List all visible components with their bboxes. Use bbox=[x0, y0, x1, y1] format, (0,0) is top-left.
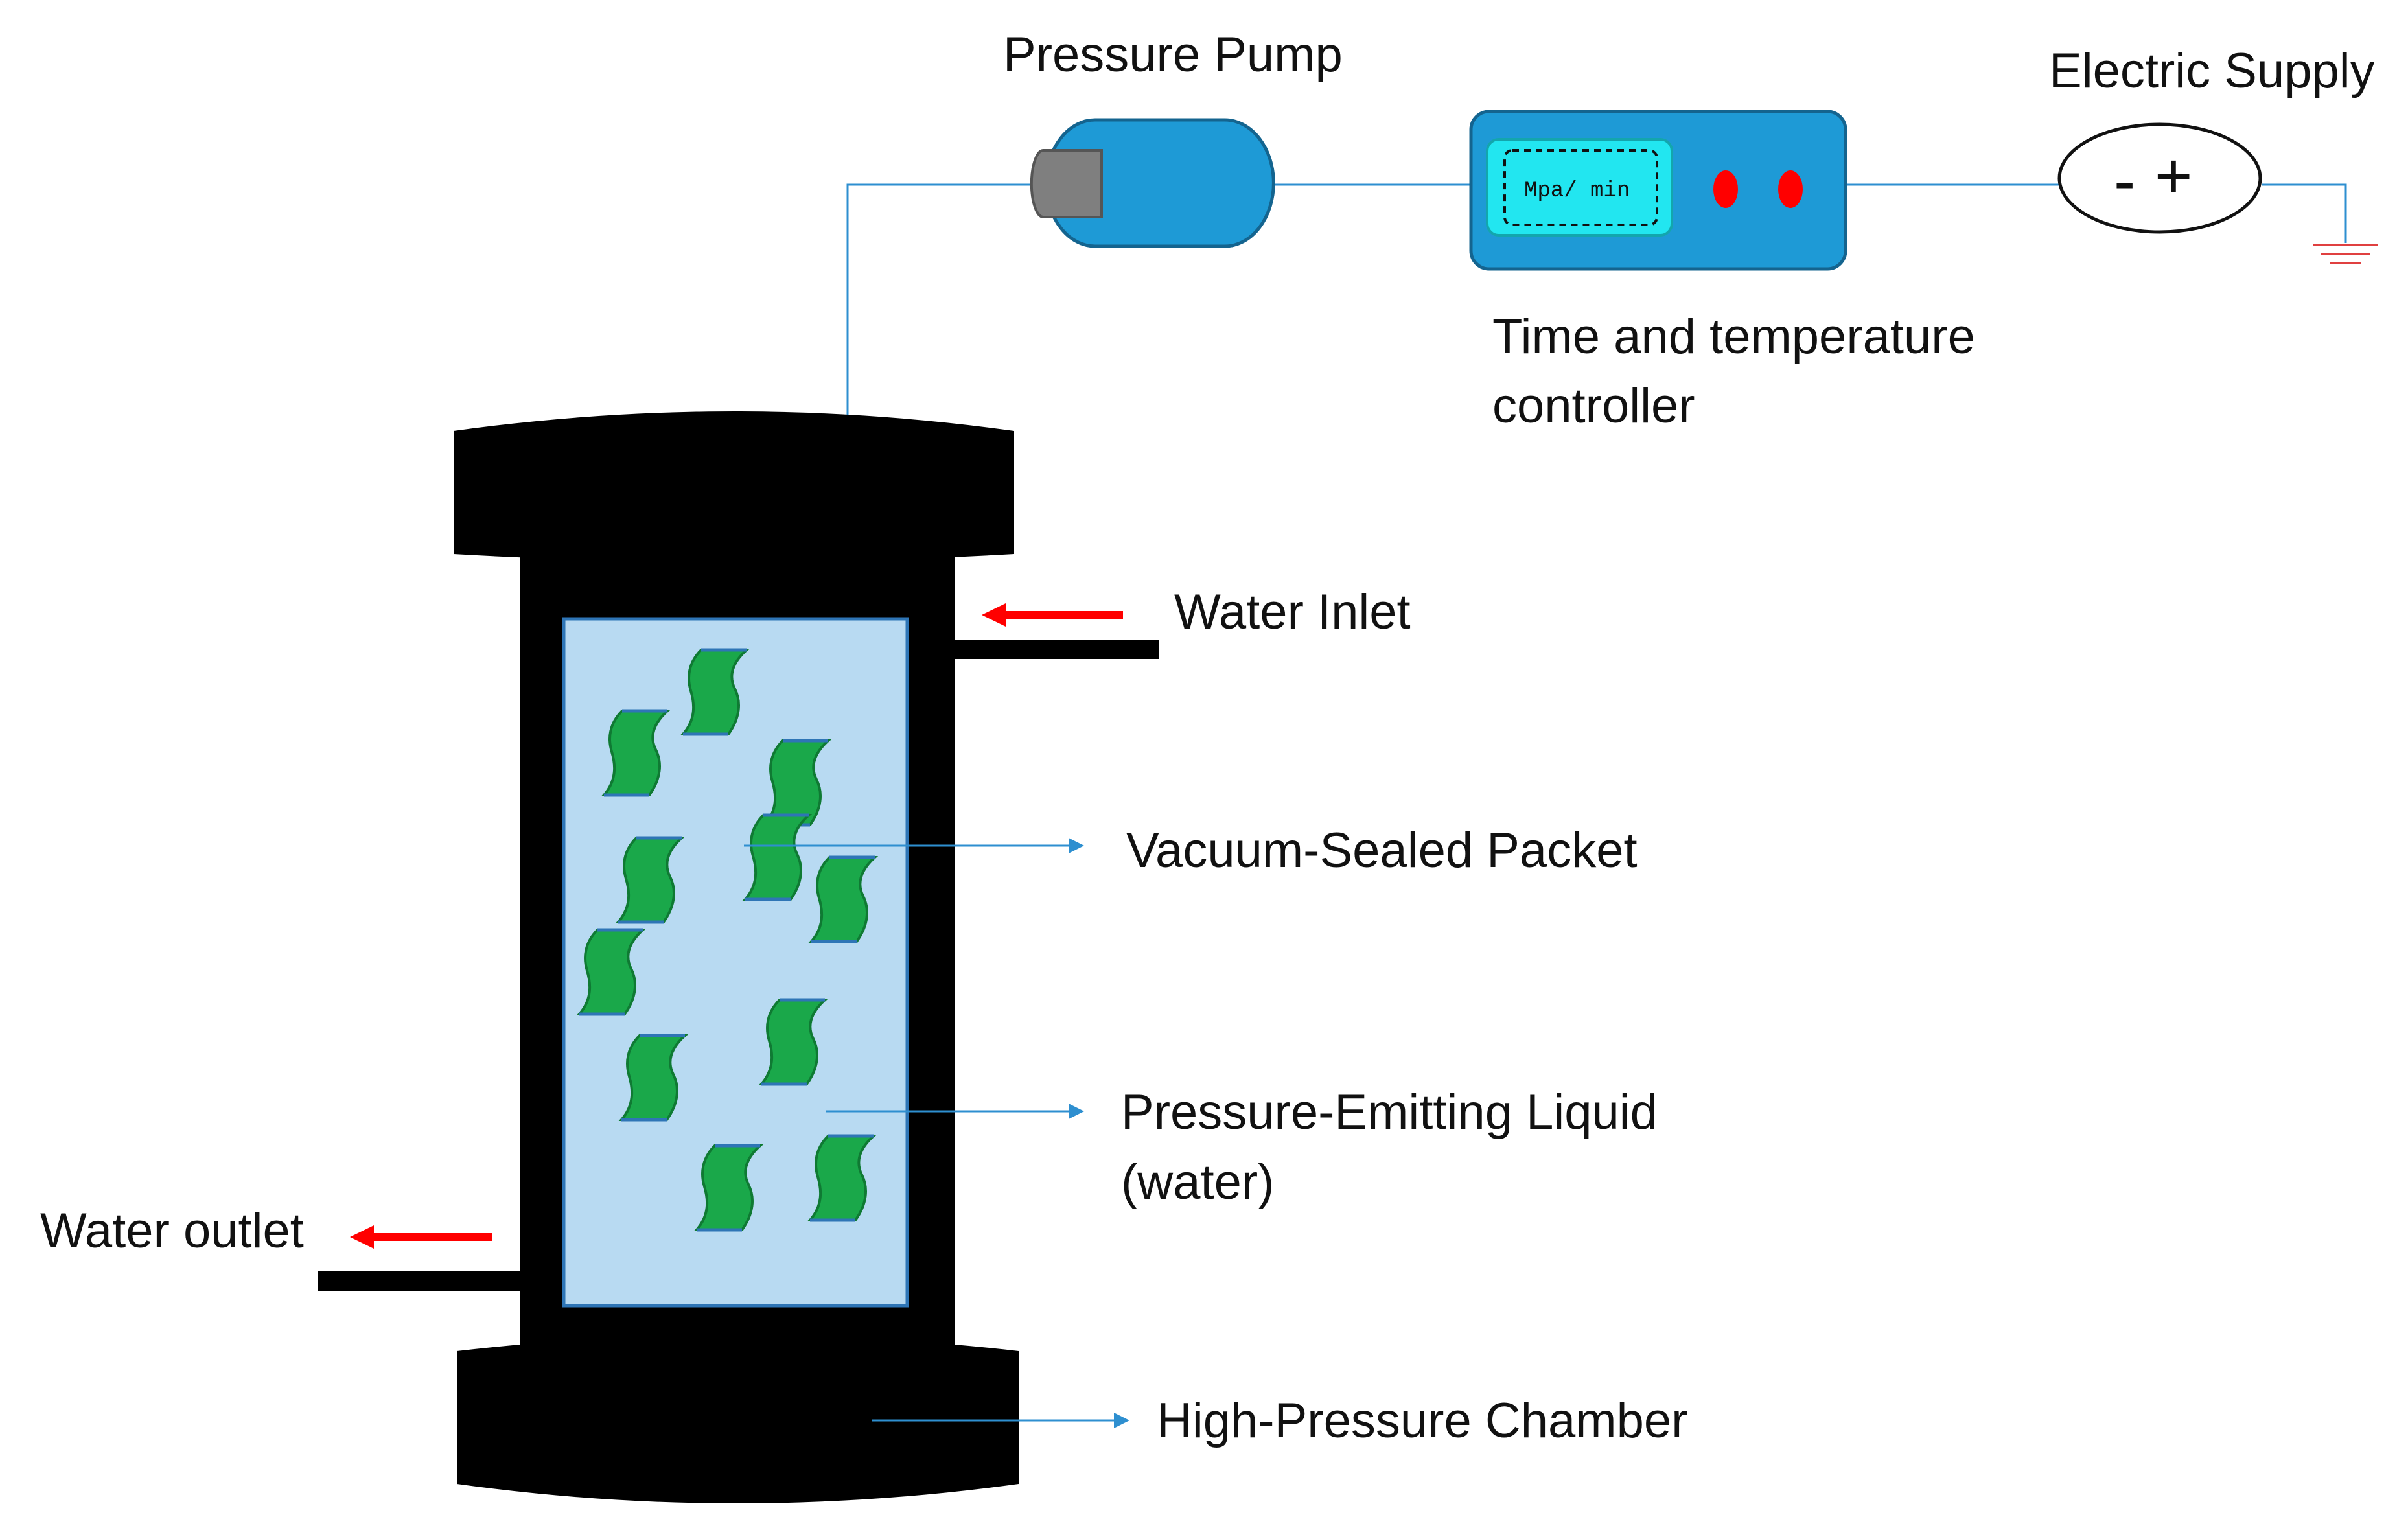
high-pressure-chamber bbox=[454, 411, 1019, 1503]
time-temperature-controller: Mpa/ min bbox=[1469, 110, 1847, 271]
pressure-pump bbox=[1030, 118, 1275, 248]
vacuum-sealed-packet-label: Vacuum-Sealed Packet bbox=[1126, 823, 1638, 878]
chamber-bottom-cap bbox=[457, 1335, 1019, 1503]
chamber-to-pump-wire bbox=[846, 183, 1037, 434]
wiring bbox=[846, 183, 2347, 434]
controller-screen bbox=[1486, 138, 1673, 237]
indicator-light-left bbox=[1713, 170, 1738, 208]
ground-symbol-icon bbox=[2313, 244, 2378, 264]
supply-minus-sign: - bbox=[2114, 145, 2135, 217]
supply-plus-sign: + bbox=[2155, 140, 2192, 213]
liquid-label-line1: Pressure-Emitting Liquid bbox=[1121, 1085, 1658, 1140]
controller-screen-frame bbox=[1503, 149, 1658, 226]
water-outlet-pipe bbox=[318, 1271, 524, 1291]
water-outlet-arrow bbox=[350, 1225, 492, 1249]
water-inlet-label: Water Inlet bbox=[1174, 584, 1411, 640]
liquid-label-line2: (water) bbox=[1121, 1155, 1274, 1210]
water-outlet-label: Water outlet bbox=[40, 1203, 304, 1258]
water-inlet-arrow bbox=[982, 603, 1123, 627]
controller-label-line2: controller bbox=[1492, 378, 1695, 434]
controller-label-line1: Time and temperature bbox=[1492, 309, 1975, 364]
indicator-light-right bbox=[1778, 170, 1803, 208]
controller-display-text: Mpa/ min bbox=[1524, 179, 1630, 203]
pump-cap bbox=[1030, 149, 1103, 218]
electric-supply-label: Electric Supply bbox=[2049, 43, 2375, 98]
high-pressure-chamber-label: High-Pressure Chamber bbox=[1157, 1393, 1687, 1448]
electric-supply: - + bbox=[2057, 122, 2262, 234]
supply-to-ground-wire bbox=[2262, 183, 2347, 243]
chamber-top-cap bbox=[454, 411, 1014, 562]
supply-circle bbox=[2057, 122, 2262, 234]
leader-lines bbox=[744, 838, 1129, 1428]
pressure-pump-label: Pressure Pump bbox=[1003, 27, 1343, 82]
water-inlet-pipe bbox=[953, 640, 1159, 659]
